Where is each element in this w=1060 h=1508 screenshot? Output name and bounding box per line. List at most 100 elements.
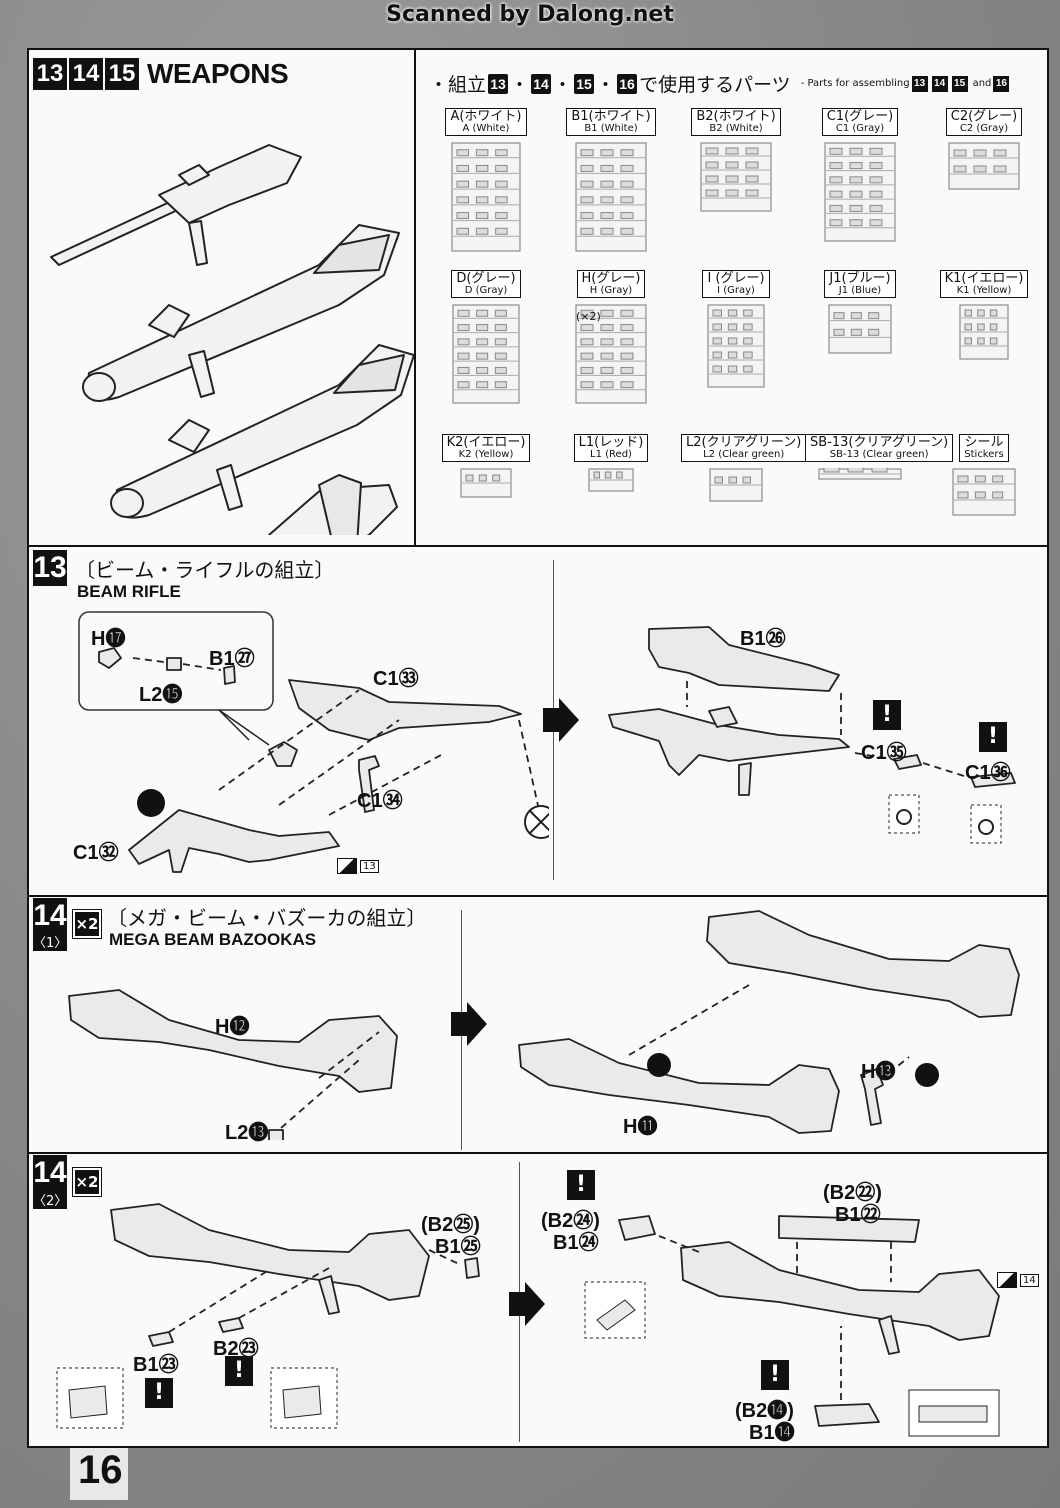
part-label: B1㉕: [435, 1236, 481, 1258]
step-badge-14: 14: [69, 58, 103, 90]
warning-icon: !: [145, 1378, 173, 1408]
runner-label-en: K1 (Yellow): [956, 284, 1012, 296]
runner-label-en: B2 (White): [709, 122, 763, 134]
header-sep: ・: [553, 74, 573, 96]
step14b-left-illustration: [56, 1203, 480, 1429]
runner-label: H(グレー)H (Gray): [576, 270, 646, 299]
warning-icon: !: [225, 1356, 253, 1386]
next-arrow-icon: [509, 1282, 545, 1326]
runner-label-en: L1 (Red): [590, 448, 632, 460]
runner-label-en: C2 (Gray): [959, 122, 1009, 134]
step14b-badge: 14: [33, 1155, 67, 1191]
step-circle-1: [915, 1063, 939, 1087]
runner-label-en: I (Gray): [717, 284, 755, 296]
runner-frame-drawing: [451, 142, 521, 252]
runner-label: C2(グレー)C2 (Gray): [945, 108, 1023, 137]
runner-label-en: D (Gray): [464, 284, 508, 296]
part-label: B1㉓: [133, 1354, 179, 1376]
part-label: H⓱: [91, 628, 126, 650]
runner-frame-drawing: [709, 468, 763, 502]
divider-top: [414, 50, 416, 545]
runner-frame-drawing: [452, 304, 520, 404]
runner-frame-drawing: [948, 142, 1020, 190]
step13-left-illustration: [78, 611, 549, 873]
runner-13: SB-13(クリアグリーン)SB-13 (Clear green): [805, 434, 954, 480]
runner-frame-drawing: [824, 142, 896, 242]
part-label: B2㉓: [213, 1338, 259, 1360]
step13-badge: 13: [33, 550, 67, 586]
cut-mark-icon: [137, 789, 165, 817]
runner-frame-drawing: [700, 142, 772, 212]
part-label: B1㉖: [740, 628, 786, 650]
runner-frame-drawing: [818, 468, 902, 480]
instruction-frame: 13 14 15 WEAPONS: [27, 48, 1049, 1448]
runner-label-jp: K2(イエロー): [446, 435, 526, 450]
next-arrow-icon: [543, 698, 579, 742]
runner-label-jp: J1(ブルー): [829, 271, 891, 286]
runner-4: C2(グレー)C2 (Gray): [929, 108, 1039, 190]
header-prefix: ・組立: [429, 74, 487, 96]
runner-label-jp: C2(グレー): [950, 109, 1018, 124]
sticker-icon: [337, 858, 357, 874]
runner-label-jp: L1(レッド): [578, 435, 644, 450]
header-en-step-16: 16: [993, 75, 1010, 92]
part-label: H⓭: [861, 1061, 896, 1083]
runner-label: J1(ブルー)J1 (Blue): [824, 270, 896, 299]
runner-3: C1(グレー)C1 (Gray): [805, 108, 915, 242]
warning-icon: !: [567, 1170, 595, 1200]
warning-icon: !: [761, 1360, 789, 1390]
mega-bazooka-drawing-2: [110, 344, 414, 519]
runner-1: B1(ホワイト)B1 (White): [556, 108, 666, 252]
runner-frame-drawing: [952, 468, 1016, 516]
runner-frame-drawing: [575, 304, 647, 404]
header-sep: ・: [510, 74, 530, 96]
part-label: (B2㉒): [823, 1182, 882, 1204]
runner-label: B1(ホワイト)B1 (White): [566, 108, 656, 137]
runner-12: L2(クリアグリーン)L2 (Clear green): [681, 434, 807, 502]
weapons-title: 13 14 15 WEAPONS: [33, 58, 289, 90]
runner-label-en: C1 (Gray): [835, 122, 885, 134]
part-label: (B2㉔): [541, 1210, 600, 1232]
step13-title-jp: 〔ビーム・ライフルの組立〕: [75, 557, 335, 582]
header-en-step-15: 15: [951, 75, 968, 92]
runner-label-jp: C1(グレー): [826, 109, 894, 124]
sticker-ref: 13: [337, 858, 379, 874]
multiplier-badge: ×2: [72, 1167, 102, 1197]
part-label: L2⓯: [139, 684, 183, 706]
header-step-16: 16: [617, 73, 638, 94]
runner-label-jp: シール: [964, 435, 1004, 450]
step13-right-illustration: [608, 626, 1016, 844]
header-step-15: 15: [574, 73, 595, 94]
runner-label-en: A (White): [462, 122, 510, 134]
runner-label: B2(ホワイト)B2 (White): [691, 108, 781, 137]
warning-icon: !: [873, 700, 901, 730]
sub-step-badge: 〈2〉: [33, 1190, 67, 1209]
runner-label: L2(クリアグリーン)L2 (Clear green): [681, 434, 807, 463]
part-label: C1㉞: [357, 790, 403, 812]
runner-9: K1(イエロー)K1 (Yellow): [929, 270, 1039, 360]
runner-label-jp: B1(ホワイト): [571, 109, 651, 124]
multiplier-badge: ×2: [72, 909, 102, 939]
header-step-14: 14: [531, 73, 552, 94]
part-label: B1㉗: [209, 648, 255, 670]
runner-label-jp: SB-13(クリアグリーン): [810, 435, 949, 450]
runner-2: B2(ホワイト)B2 (White): [681, 108, 791, 212]
runner-label-jp: B2(ホワイト): [696, 109, 776, 124]
runner-frame-drawing: [707, 304, 765, 388]
beam-rifle-drawing: [50, 144, 302, 266]
runner-label-jp: H(グレー): [581, 271, 641, 286]
runner-6: H(グレー)H (Gray) (×2): [556, 270, 666, 404]
part-label: L2⓭: [225, 1122, 269, 1144]
sticker-icon: [997, 1272, 1017, 1288]
runner-label: D(グレー)D (Gray): [451, 270, 521, 299]
runner-frame-drawing: [959, 304, 1009, 360]
runner-10: K2(イエロー)K2 (Yellow): [431, 434, 541, 498]
runner-quantity: (×2): [576, 310, 601, 323]
runner-label: K1(イエロー)K1 (Yellow): [939, 270, 1029, 299]
runner-label-en: K2 (Yellow): [458, 448, 514, 460]
runner-11: L1(レッド)L1 (Red): [556, 434, 666, 492]
no-glue-icon: [524, 805, 549, 839]
header-en-step-14: 14: [931, 75, 948, 92]
